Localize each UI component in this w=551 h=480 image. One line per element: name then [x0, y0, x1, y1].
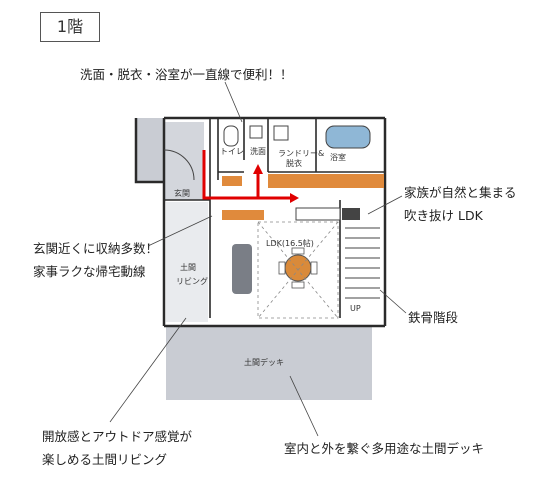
washbasin-fixture [249, 125, 263, 139]
callout-ldk-2: 吹き抜け LDK [404, 208, 483, 223]
room-deck: 土間デッキ [244, 358, 284, 367]
leader-lines [109, 81, 407, 437]
callout-living-2: 楽しめる土間リビング [42, 452, 168, 467]
entrance-door-swing [163, 149, 195, 181]
callout-ldk-1: 家族が自然と集まる [404, 185, 517, 200]
steel-stairs [345, 227, 380, 299]
void-outline [257, 221, 339, 319]
floor-title: 1階 [40, 12, 100, 42]
stairs-up-label: UP [350, 304, 361, 313]
room-laundry-2: 脱衣 [286, 159, 302, 168]
entrance-floor [164, 122, 204, 200]
wood-counter-top [268, 174, 384, 188]
dining-chairs [278, 247, 318, 289]
room-doma-living-2: リビング [176, 277, 208, 286]
wood-shelf-storage [222, 210, 264, 220]
sofa [232, 244, 252, 294]
kitchen-stove [342, 208, 360, 220]
room-doma-living-1: 土間 [180, 263, 196, 272]
room-bath: 浴室 [330, 153, 346, 162]
porch-area [136, 118, 164, 166]
arrow-head-right [290, 193, 299, 203]
outer-walls [134, 116, 387, 328]
room-toilet: トイレ [220, 147, 244, 156]
laundry-machine [273, 125, 289, 141]
callout-storage-2: 家事ラクな帰宅動線 [33, 264, 146, 279]
callout-living-1: 開放感とアウトドア感覚が [42, 429, 193, 444]
room-laundry-1: ランドリー& [278, 149, 325, 158]
wood-shelf-small [222, 176, 242, 186]
arrow-head-up [253, 164, 263, 174]
callout-storage-1: 玄関近くに収納多数！ [33, 241, 159, 256]
deck-area [166, 326, 372, 400]
toilet-fixture [223, 125, 239, 147]
room-entrance: 玄関 [174, 189, 190, 198]
circulation-arrows [202, 150, 290, 200]
bathtub [325, 125, 371, 149]
callout-stairs: 鉄骨階段 [408, 310, 459, 325]
doma-living-floor [166, 202, 208, 322]
room-ldk: LDK(16.5帖) [266, 239, 314, 248]
kitchen-counter [295, 207, 341, 221]
callout-deck: 室内と外を繋ぐ多用途な土間デッキ [284, 441, 485, 456]
room-washroom: 洗面 [250, 147, 266, 156]
callout-top: 洗面・脱衣・浴室が一直線で便利！！ [80, 67, 293, 82]
